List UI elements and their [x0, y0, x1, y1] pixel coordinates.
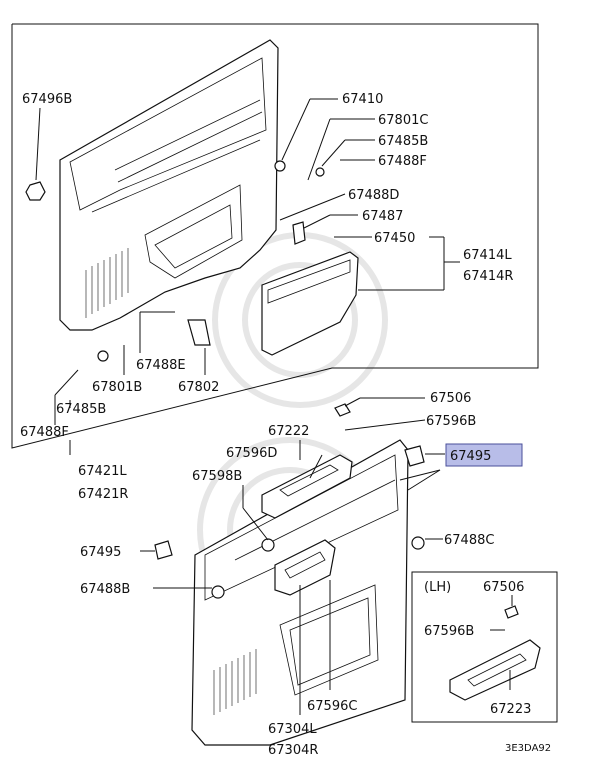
- label-67414r: 67414R: [463, 269, 513, 284]
- label-67485b-top: 67485B: [378, 134, 428, 149]
- label-67304r: 67304R: [268, 743, 318, 758]
- label-67414l: 67414L: [463, 248, 512, 263]
- upper-frame: [11, 23, 539, 449]
- label-67488f-bot: 67488F: [20, 425, 69, 440]
- label-67801c: 67801C: [378, 113, 428, 128]
- highlight-box: [445, 443, 523, 467]
- label-67421r: 67421R: [78, 487, 128, 502]
- leader-lines-lower: [140, 397, 513, 715]
- clips-upper: [25, 160, 325, 362]
- label-67450: 67450: [374, 231, 415, 246]
- label-67495: 67495: [80, 545, 121, 560]
- label-67495-highlight: 67495: [450, 449, 491, 464]
- lh-switch: [449, 639, 541, 701]
- label-lh: (LH): [424, 580, 451, 595]
- label-67421l: 67421L: [78, 464, 127, 479]
- label-67304l: 67304L: [268, 722, 317, 737]
- label-67598b: 67598B: [192, 469, 242, 484]
- label-67223: 67223: [490, 702, 531, 717]
- speaker-grille-lower: [213, 649, 257, 715]
- diagram-code: 3E3DA92: [505, 743, 551, 754]
- label-67488d: 67488D: [348, 188, 399, 203]
- label-67506-lh: 67506: [483, 580, 524, 595]
- lh-inset-box: [411, 571, 558, 723]
- label-67802: 67802: [178, 380, 219, 395]
- label-67596b: 67596B: [426, 414, 476, 429]
- label-67410: 67410: [342, 92, 383, 107]
- door-pocket: [261, 251, 359, 356]
- label-67596c: 67596C: [307, 699, 357, 714]
- label-67487: 67487: [362, 209, 403, 224]
- label-67222: 67222: [268, 424, 309, 439]
- label-67488f-top: 67488F: [378, 154, 427, 169]
- label-67596b-lh: 67596B: [424, 624, 474, 639]
- label-67488e: 67488E: [136, 358, 186, 373]
- upper-door-trim: [59, 39, 279, 331]
- leader-lines-upper: [35, 98, 460, 455]
- power-window-switch: [274, 539, 336, 596]
- label-67496b: 67496B: [22, 92, 72, 107]
- part-labels: 67496B 67410 67801C 67485B 67488F 67488D…: [20, 92, 551, 758]
- clips-lower: [154, 403, 519, 619]
- switch-panel: [261, 454, 353, 519]
- label-67488b: 67488B: [80, 582, 130, 597]
- label-67488c: 67488C: [444, 533, 494, 548]
- speaker-grille-upper: [85, 248, 129, 318]
- label-67506: 67506: [430, 391, 471, 406]
- label-67801b: 67801B: [92, 380, 142, 395]
- label-67485b-bot: 67485B: [56, 402, 106, 417]
- label-67596d: 67596D: [226, 446, 277, 461]
